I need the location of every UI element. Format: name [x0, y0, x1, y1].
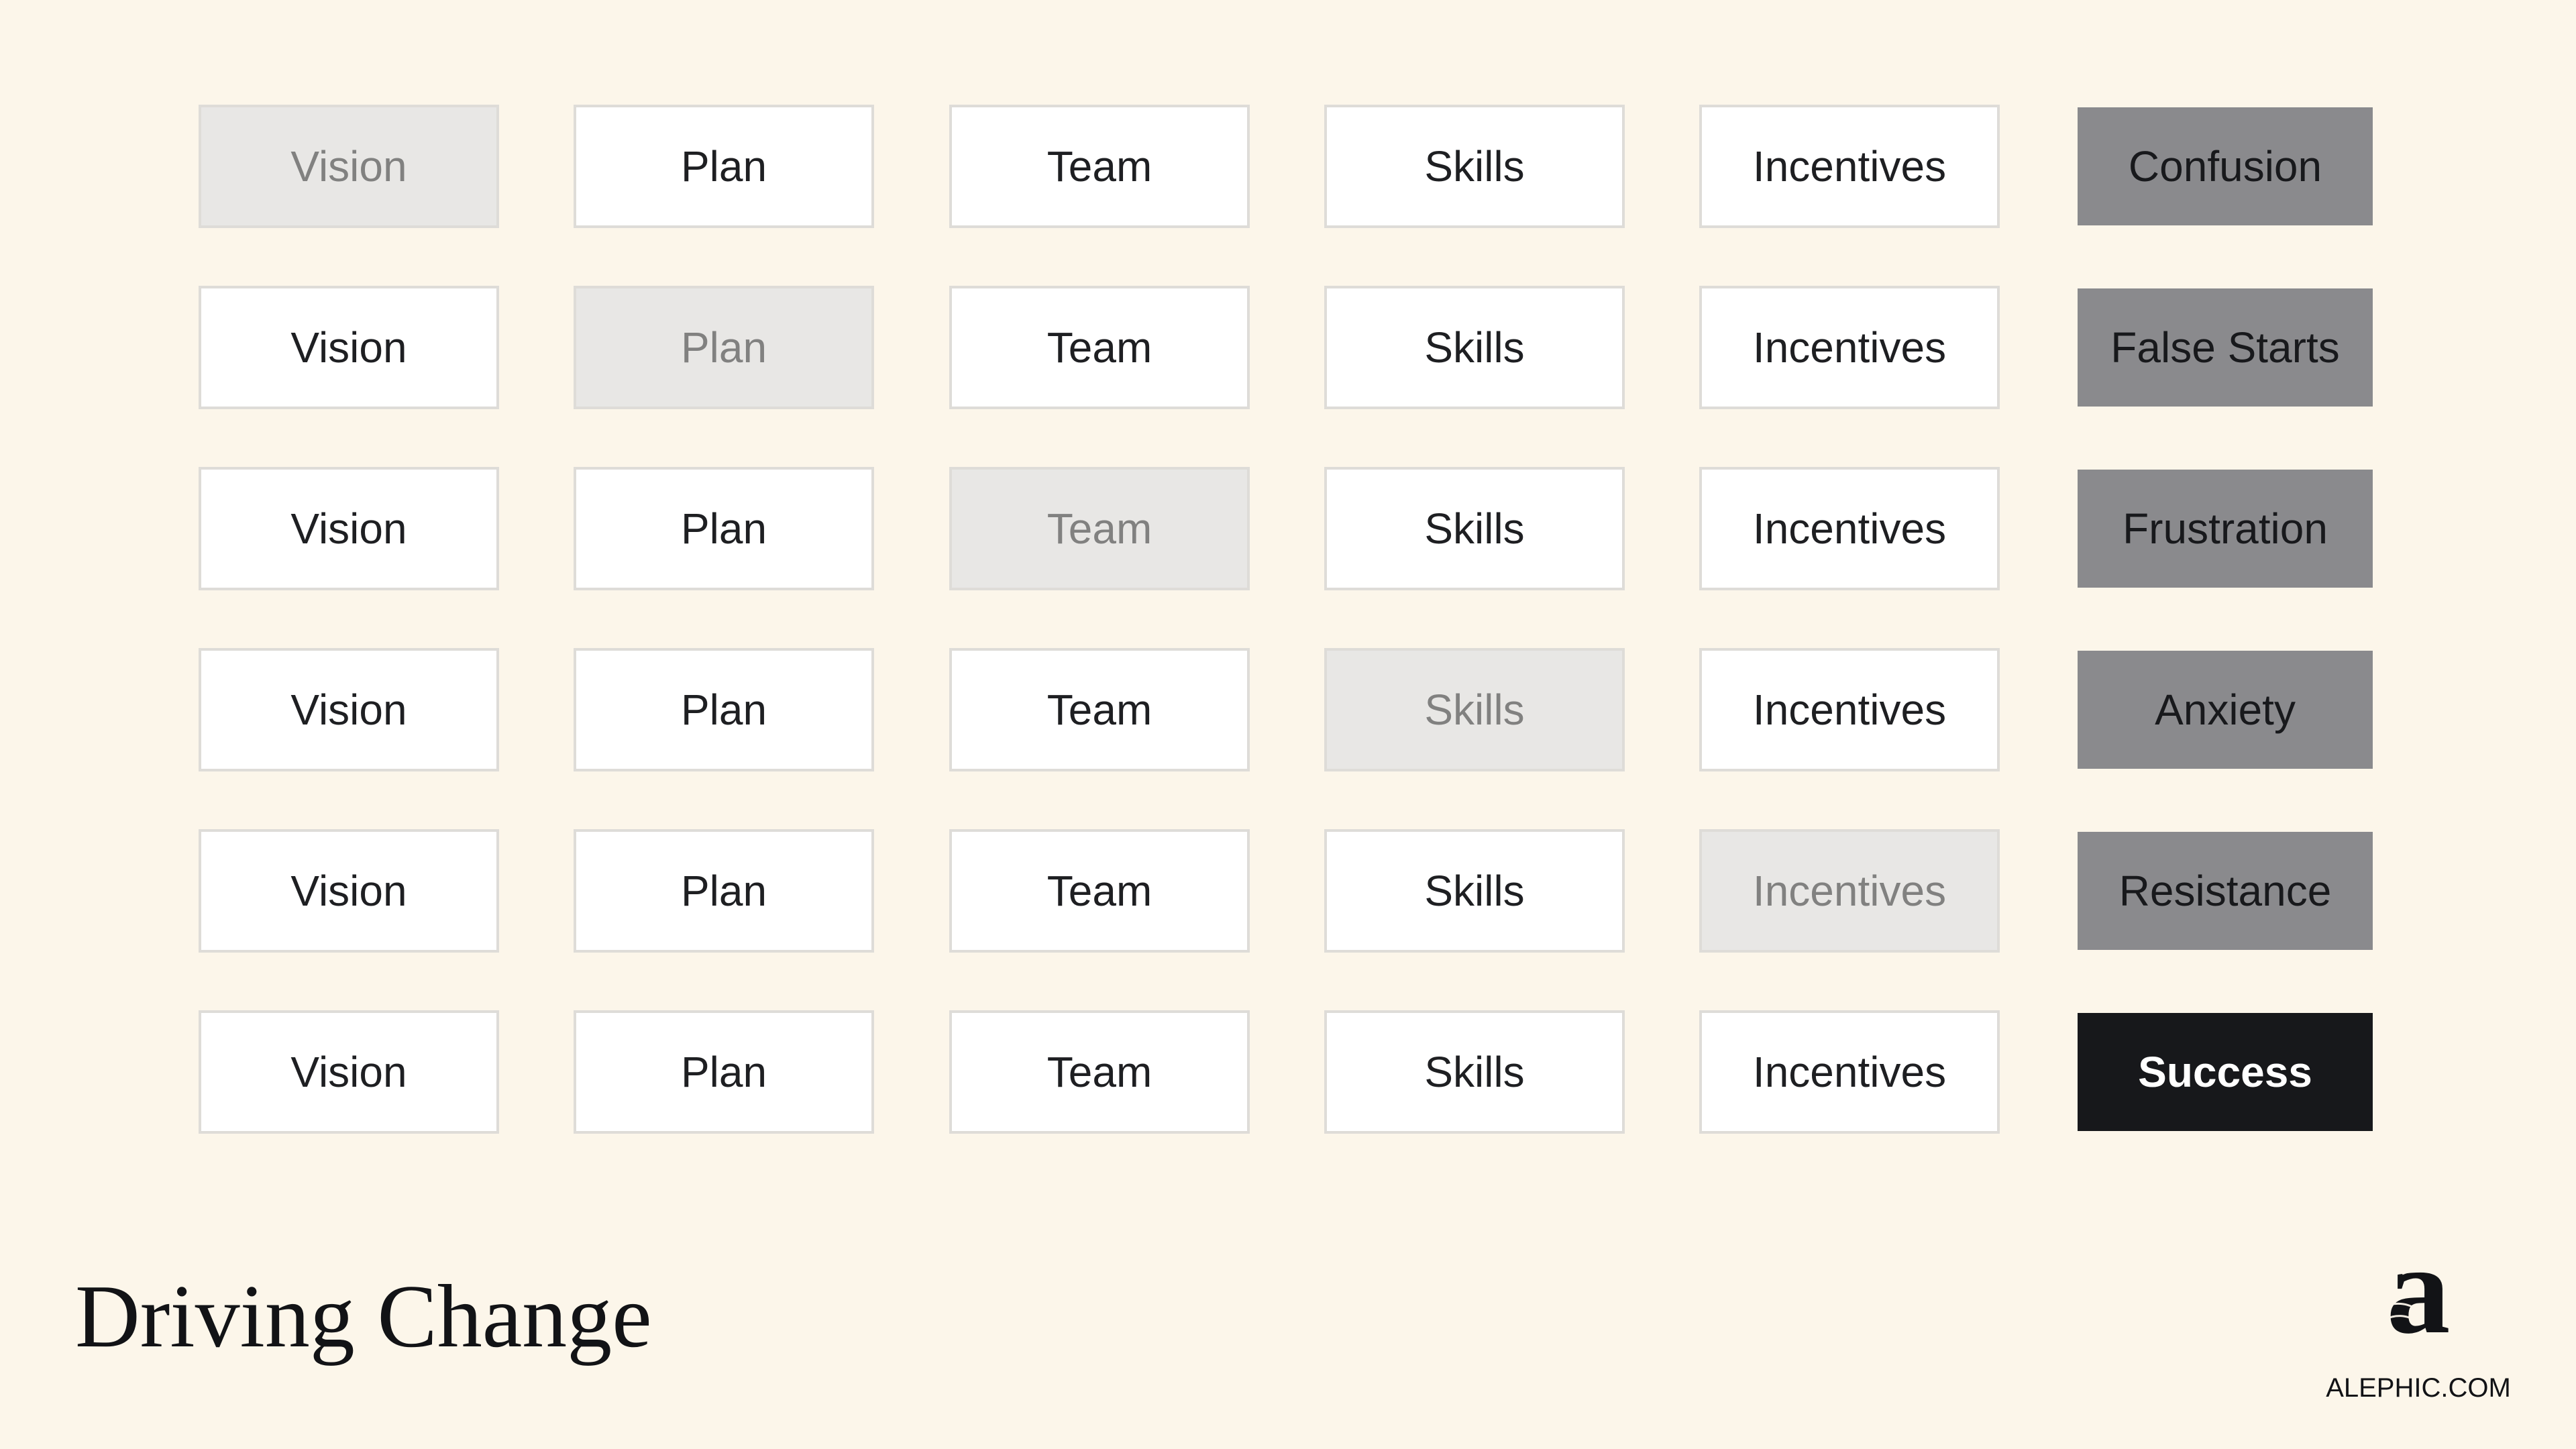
- factor-cell-plan: Plan: [574, 286, 874, 409]
- factor-cell-incentives: Incentives: [1699, 1010, 2000, 1134]
- factor-cell-team: Team: [949, 648, 1250, 771]
- brand-url: ALEPHIC.COM: [2326, 1373, 2511, 1403]
- factor-cell-vision: Vision: [199, 1010, 499, 1134]
- factor-cell-skills: Skills: [1324, 648, 1625, 771]
- factor-cell-vision: Vision: [199, 829, 499, 953]
- factor-cell-plan: Plan: [574, 467, 874, 590]
- alephic-logo-letter: a: [2387, 1241, 2451, 1348]
- factor-cell-plan: Plan: [574, 105, 874, 228]
- factor-cell-team: Team: [949, 1010, 1250, 1134]
- factor-cell-team: Team: [949, 467, 1250, 590]
- factor-cell-skills: Skills: [1324, 467, 1625, 590]
- factor-cell-skills: Skills: [1324, 105, 1625, 228]
- factor-cell-plan: Plan: [574, 1010, 874, 1134]
- factor-cell-plan: Plan: [574, 648, 874, 771]
- factor-cell-plan: Plan: [574, 829, 874, 953]
- factor-cell-incentives: Incentives: [1699, 105, 2000, 228]
- factor-cell-incentives: Incentives: [1699, 829, 2000, 953]
- page-title: Driving Change: [75, 1267, 652, 1366]
- outcome-cell-confusion: Confusion: [2078, 107, 2373, 225]
- factor-cell-incentives: Incentives: [1699, 467, 2000, 590]
- factor-cell-skills: Skills: [1324, 286, 1625, 409]
- outcome-cell-anxiety: Anxiety: [2078, 651, 2373, 769]
- factor-cell-incentives: Incentives: [1699, 648, 2000, 771]
- factor-cell-vision: Vision: [199, 286, 499, 409]
- outcome-cell-false-starts: False Starts: [2078, 288, 2373, 407]
- factor-cell-team: Team: [949, 105, 1250, 228]
- factor-cell-skills: Skills: [1324, 829, 1625, 953]
- alephic-logo-icon: a: [2377, 1241, 2453, 1348]
- factor-cell-vision: Vision: [199, 648, 499, 771]
- outcome-cell-resistance: Resistance: [2078, 832, 2373, 950]
- factor-cell-vision: Vision: [199, 105, 499, 228]
- factor-cell-vision: Vision: [199, 467, 499, 590]
- factor-cell-incentives: Incentives: [1699, 286, 2000, 409]
- factor-cell-team: Team: [949, 829, 1250, 953]
- outcome-cell-success: Success: [2078, 1013, 2373, 1131]
- factor-cell-team: Team: [949, 286, 1250, 409]
- factor-cell-skills: Skills: [1324, 1010, 1625, 1134]
- outcome-cell-frustration: Frustration: [2078, 470, 2373, 588]
